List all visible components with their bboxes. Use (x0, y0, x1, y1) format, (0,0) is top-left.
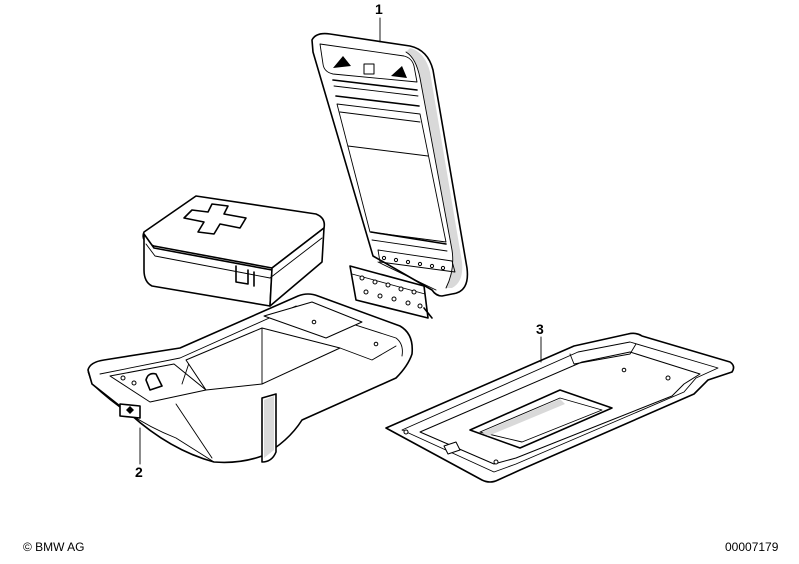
armrest-lid[interactable] (311, 32, 469, 297)
callout-1: 1 (375, 1, 383, 17)
first-aid-kit[interactable] (142, 195, 326, 307)
diagram-number: 00007179 (725, 540, 779, 554)
callout-2: 2 (135, 464, 143, 480)
callout-3: 3 (536, 321, 544, 337)
hinge-plate[interactable] (349, 265, 433, 319)
copyright-label: © BMW AG (23, 540, 85, 554)
mounting-plate[interactable] (385, 332, 735, 483)
armrest-base[interactable] (87, 293, 414, 464)
leader-lines (139, 17, 542, 465)
